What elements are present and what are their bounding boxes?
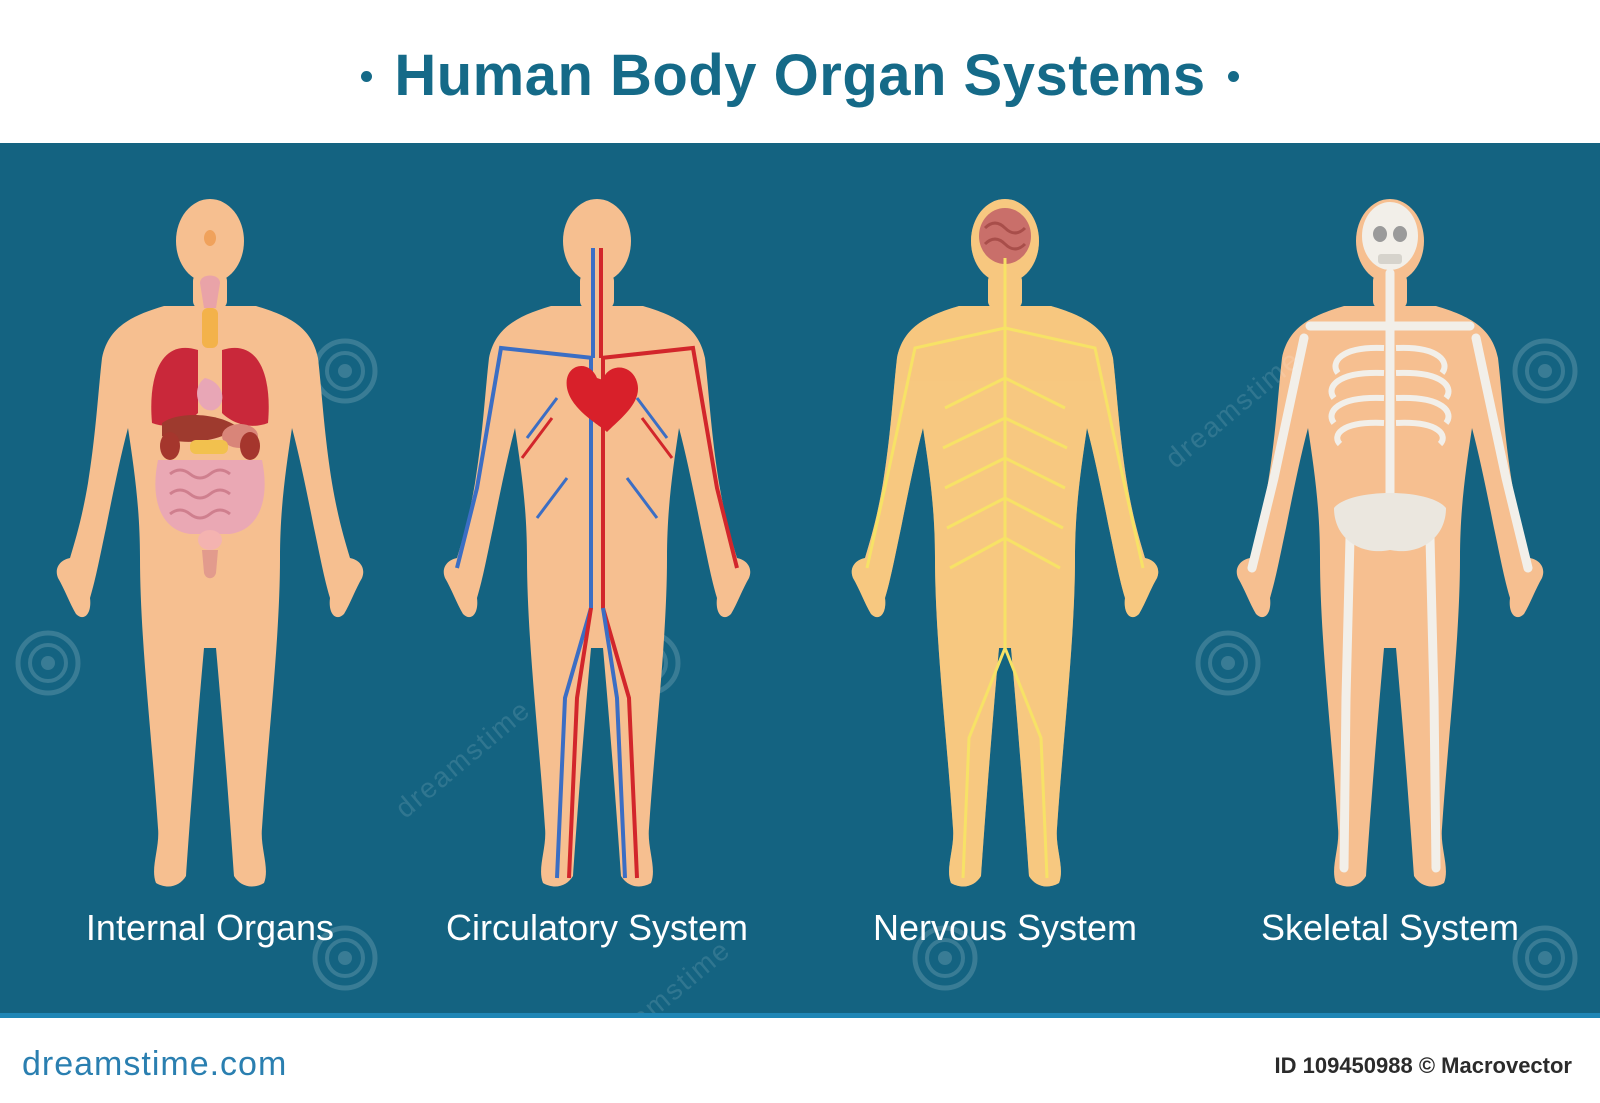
circulatory-system-figure <box>443 199 751 887</box>
footer: dreamstime.com ID 109450988 © Macrovecto… <box>0 1013 1600 1103</box>
page-title: Human Body Organ Systems <box>0 42 1600 109</box>
skeletal-system-figure <box>1236 199 1544 887</box>
nervous-system-figure <box>851 199 1159 887</box>
figures-canvas <box>0 199 1600 1013</box>
label-circulatory-system: Circulatory System <box>445 907 749 948</box>
label-nervous-system: Nervous System <box>872 907 1138 948</box>
footer-divider <box>0 1013 1600 1018</box>
title-bullet-left <box>361 71 373 83</box>
title-text: Human Body Organ Systems <box>394 43 1206 108</box>
footer-credit: ID 109450988 © Macrovector <box>1274 1053 1573 1078</box>
header: Human Body Organ Systems <box>0 0 1600 143</box>
footer-brand[interactable]: dreamstime.com <box>22 1045 288 1083</box>
label-internal-organs: Internal Organs <box>85 907 335 948</box>
label-skeletal-system: Skeletal System <box>1260 907 1520 948</box>
internal-organs-figure <box>56 199 364 887</box>
diagram-panel: Internal Organs Circulatory System Nervo… <box>0 143 1600 1013</box>
title-bullet-right <box>1227 71 1239 83</box>
